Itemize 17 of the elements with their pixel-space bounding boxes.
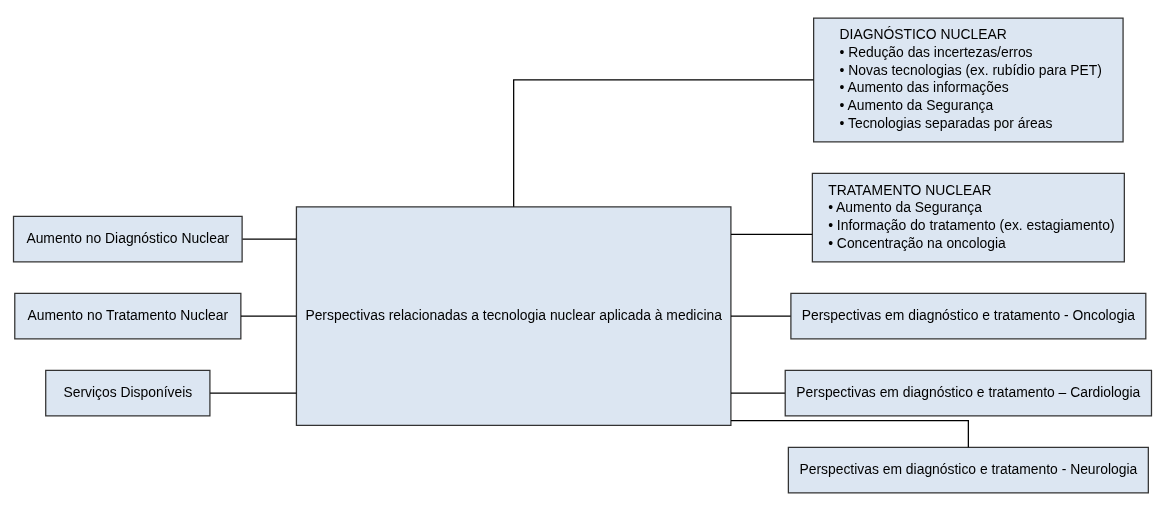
connector [730,392,786,394]
node-box: TRATAMENTO NUCLEAR • Aumento da Segurança • Informação do tratamento (ex. estagiamento) • Concentração na oncologia [811,172,1125,263]
connector [513,79,815,208]
node-box: Perspectivas em diagnóstico e tratamento – Cardiologia [784,369,1153,417]
node-box: Perspectivas relacionadas a tecnologia nuclear aplicada à medicina [295,206,732,426]
connector [730,420,969,448]
node-box: DIAGNÓSTICO NUCLEAR • Redução das incertezas/erros • Novas tecnologias (ex. rubídio para PET) • Aumento das informações • Aumento da Segurança • Tecnologias separadas por áreas [813,17,1124,143]
node-box: Perspectivas em diagnóstico e tratamento - Oncologia [790,292,1147,340]
connector [241,238,297,240]
connector [730,233,813,235]
node-box: Aumento no Tratamento Nuclear [14,292,242,340]
node-box: Serviços Disponíveis [45,369,211,417]
node-box: Perspectivas em diagnóstico e tratamento - Neurologia [787,446,1149,494]
connector [240,315,297,317]
connector [730,315,792,317]
node-box: Aumento no Diagnóstico Nuclear [12,215,243,263]
connector [209,392,297,394]
